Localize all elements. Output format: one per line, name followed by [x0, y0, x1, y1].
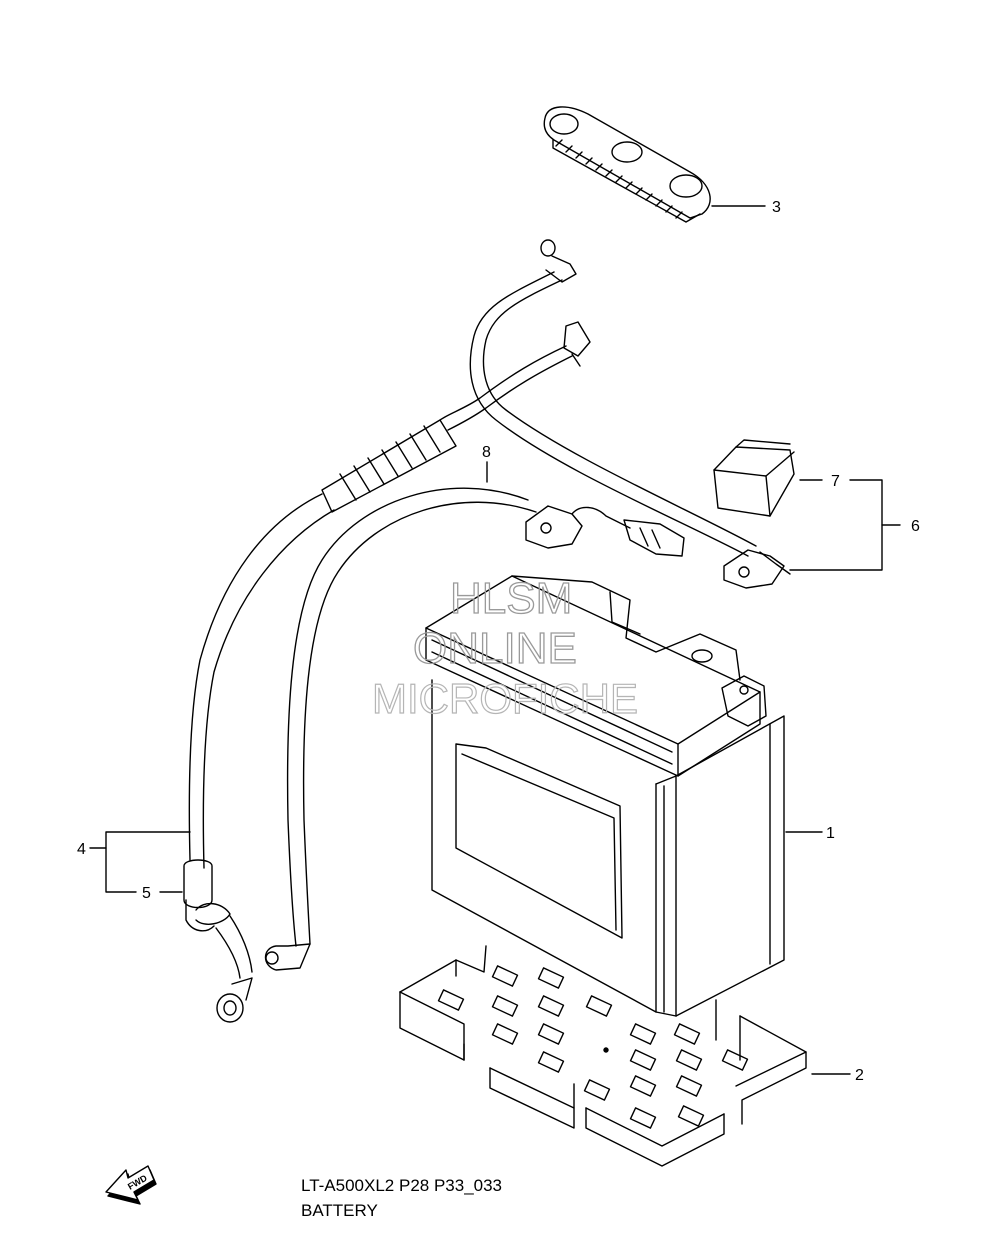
- watermark-line-1: HLSM: [450, 574, 572, 623]
- watermark-line-2: ONLINE: [413, 624, 577, 673]
- watermark: HLSM ONLINE MICROFICHE: [371, 573, 638, 722]
- callout-1: 1: [826, 825, 835, 842]
- diagram-title: BATTERY: [301, 1201, 378, 1220]
- rubber-cap: [713, 439, 795, 517]
- bracket-6: [789, 479, 883, 571]
- callout-6: 6: [911, 518, 920, 535]
- negative-cable: [264, 487, 685, 971]
- watermark-line-3: MICROFICHE: [372, 675, 638, 722]
- callout-8: 8: [482, 444, 491, 461]
- bracket-4: [105, 831, 191, 893]
- fwd-arrow-icon: [105, 1165, 157, 1205]
- callout-2: 2: [855, 1067, 864, 1084]
- lead-wire-harness: [183, 239, 791, 1023]
- callout-7: 7: [831, 473, 840, 490]
- callout-4: 4: [77, 841, 86, 858]
- callout-5: 5: [142, 885, 151, 902]
- battery-body: [425, 575, 785, 1017]
- diagram-code: LT-A500XL2 P28 P33_033: [301, 1176, 503, 1195]
- battery-tray: [399, 945, 807, 1167]
- terminal-cover-pad: [543, 106, 711, 223]
- callout-3: 3: [772, 199, 781, 216]
